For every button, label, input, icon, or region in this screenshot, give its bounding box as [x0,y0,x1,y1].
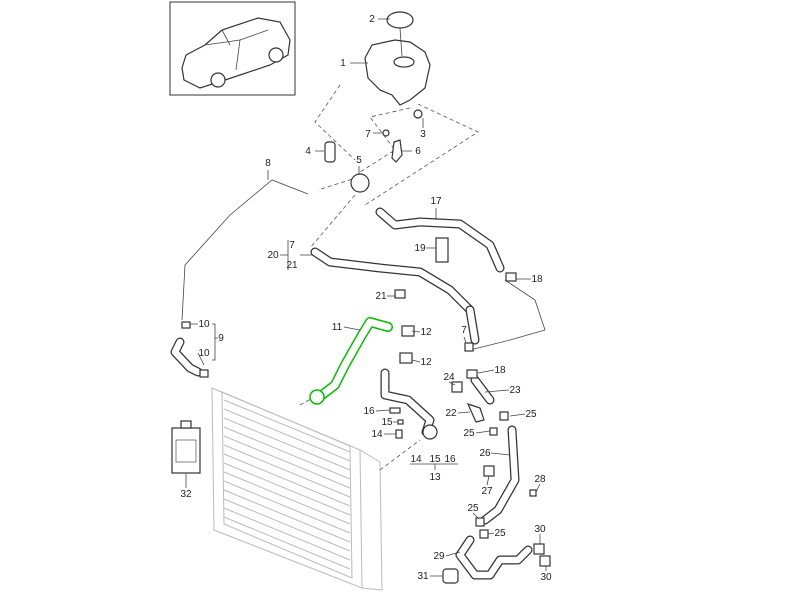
callout-2[interactable]: 2 [369,14,375,25]
coolant-distributor [350,173,370,193]
small-parts [181,109,551,584]
coolant-bottle [171,420,201,474]
callout-25[interactable]: 25 [494,528,506,539]
callout-10[interactable]: 10 [198,348,210,359]
radiator-fin [223,480,351,534]
callout-19[interactable]: 19 [414,243,426,254]
callout-12[interactable]: 12 [420,357,432,368]
radiator-fin [223,453,351,507]
callout-7[interactable]: 7 [461,325,467,336]
leader-lines [185,18,547,577]
callout-29[interactable]: 29 [433,551,445,562]
radiator-fin [223,435,351,489]
callout-1[interactable]: 1 [340,58,346,69]
callout-30[interactable]: 30 [540,572,552,583]
callout-13[interactable]: 13 [429,472,441,483]
tank-cap [386,11,414,29]
radiator-fin [223,462,351,516]
callout-24[interactable]: 24 [443,372,455,383]
radiator-fin [223,489,351,543]
radiator-fin [223,426,351,480]
hoses [170,179,546,580]
callout-21[interactable]: 21 [375,291,387,302]
callout-14[interactable]: 14 [371,429,383,440]
callout-21[interactable]: 21 [286,260,298,271]
callout-26[interactable]: 26 [479,448,491,459]
radiator-fin [223,417,351,471]
vehicle-thumbnail [169,1,296,96]
callout-25[interactable]: 25 [463,428,475,439]
radiator-fin [223,399,351,453]
callout-30[interactable]: 30 [534,524,546,535]
callout-14[interactable]: 14 [410,454,422,465]
callout-16[interactable]: 16 [363,406,375,417]
callout-16[interactable]: 16 [444,454,456,465]
callout-15[interactable]: 15 [429,454,441,465]
callout-20[interactable]: 20 [267,250,279,261]
highlighted-hose-part-11[interactable] [309,317,393,405]
radiator-fin [223,444,351,498]
callout-12[interactable]: 12 [420,327,432,338]
radiator-fin [223,516,351,570]
callout-10[interactable]: 10 [198,319,210,330]
radiator-fin [223,507,351,561]
callout-6[interactable]: 6 [415,146,421,157]
callout-28[interactable]: 28 [534,474,546,485]
callout-31[interactable]: 31 [417,571,429,582]
callout-18[interactable]: 18 [494,365,506,376]
callout-7[interactable]: 7 [289,240,295,251]
radiator-fin [223,471,351,525]
callout-4[interactable]: 4 [305,146,311,157]
callout-9[interactable]: 9 [218,333,224,344]
callout-23[interactable]: 23 [509,385,521,396]
callout-32[interactable]: 32 [180,489,192,500]
callout-22[interactable]: 22 [445,408,457,419]
expansion-tank [364,11,431,106]
callout-3[interactable]: 3 [420,129,426,140]
callout-8[interactable]: 8 [265,158,271,169]
radiator-fin [223,408,351,462]
callout-5[interactable]: 5 [356,155,362,166]
callout-7[interactable]: 7 [365,129,371,140]
callout-17[interactable]: 17 [430,196,442,207]
callout-25[interactable]: 25 [467,503,479,514]
callout-11[interactable]: 11 [332,322,343,333]
radiator [211,387,383,591]
callout-25[interactable]: 25 [525,409,537,420]
callout-27[interactable]: 27 [481,486,493,497]
callout-18[interactable]: 18 [531,274,543,285]
radiator-fin [223,498,351,552]
callout-15[interactable]: 15 [381,417,393,428]
